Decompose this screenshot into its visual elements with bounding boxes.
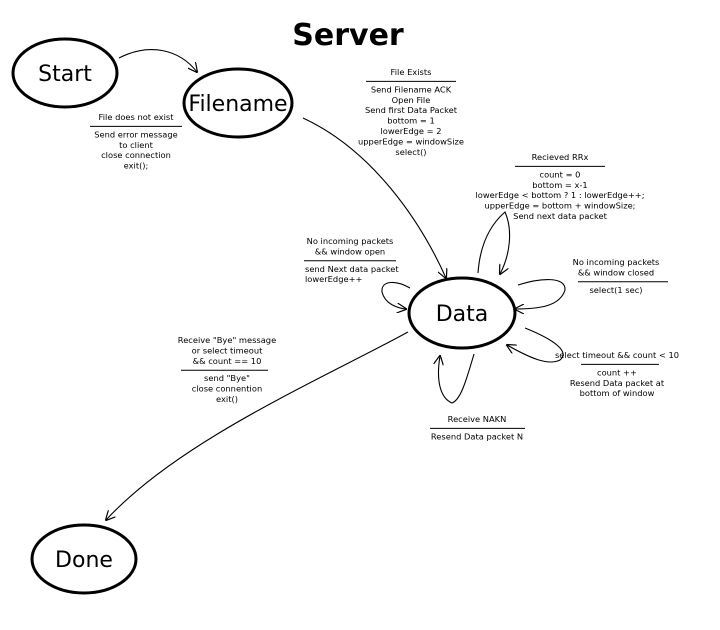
label-received-rrx-action: Send next data packet bbox=[513, 211, 607, 221]
label-file-not-exist-action: exit(); bbox=[124, 161, 149, 171]
label-select-timeout-action: bottom of window bbox=[580, 388, 655, 398]
edge-self-window-closed bbox=[515, 279, 566, 309]
label-window-closed-condition: && window closed bbox=[578, 267, 654, 277]
label-receive-bye-condition: && count == 10 bbox=[193, 356, 262, 366]
label-receive-bye-condition: Receive "Bye" message bbox=[178, 335, 276, 345]
edge-self-receive-nakn bbox=[439, 353, 475, 404]
label-file-exists-action: lowerEdge = 2 bbox=[380, 126, 441, 136]
label-file-exists-action: Send Filename ACK bbox=[371, 84, 452, 94]
label-file-exists-condition: File Exists bbox=[391, 67, 432, 77]
label-receive-nakn: Receive NAKN Resend Data packet N bbox=[430, 414, 525, 441]
diagram-title: Server bbox=[292, 18, 404, 53]
state-filename: Filename bbox=[182, 67, 294, 139]
label-receive-nakn-action: Resend Data packet N bbox=[431, 431, 523, 441]
label-received-rrx-action: upperEdge = bottom + windowSize; bbox=[485, 201, 636, 211]
label-received-rrx-action: lowerEdge < bottom ? 1 : lowerEdge++; bbox=[475, 190, 644, 200]
label-receive-bye-action: close connention bbox=[192, 384, 262, 394]
edge-self-select-timeout bbox=[507, 327, 564, 363]
label-window-open-action: send Next data packet bbox=[305, 264, 399, 274]
state-data: Data bbox=[407, 276, 517, 350]
label-select-timeout: select timeout && count < 10 count ++Rese… bbox=[555, 350, 679, 398]
label-window-closed-action: select(1 sec) bbox=[589, 285, 642, 295]
label-file-exists-action: Send first Data Packet bbox=[365, 105, 458, 115]
label-select-timeout-condition: select timeout && count < 10 bbox=[555, 350, 679, 360]
label-file-exists-action: bottom = 1 bbox=[387, 116, 435, 126]
label-receive-bye-action: exit() bbox=[216, 394, 238, 404]
label-window-open-condition: No incoming packets bbox=[307, 236, 394, 246]
label-receive-nakn-condition: Receive NAKN bbox=[448, 414, 507, 424]
label-received-rrx-condition: Recieved RRx bbox=[532, 152, 589, 162]
edge-filename-to-data bbox=[302, 117, 446, 278]
state-start: Start bbox=[11, 37, 119, 109]
label-window-open-condition: && window open bbox=[315, 246, 385, 256]
label-file-not-exist-condition: File does not exist bbox=[99, 112, 175, 122]
label-window-open-action: lowerEdge++ bbox=[305, 274, 363, 284]
label-receive-bye-action: send "Bye" bbox=[204, 373, 250, 383]
label-select-timeout-action: Resend Data packet at bbox=[570, 378, 665, 388]
state-done: Done bbox=[30, 523, 138, 595]
state-done-label: Done bbox=[55, 548, 113, 573]
edge-self-window-open bbox=[381, 281, 411, 309]
label-window-closed: No incoming packets&& window closed selec… bbox=[573, 257, 668, 295]
edge-data-to-done bbox=[106, 331, 409, 520]
label-file-not-exist-action: close connection bbox=[101, 150, 171, 160]
label-received-rrx-action: count = 0 bbox=[540, 169, 581, 179]
label-window-open: No incoming packets&& window open send Ne… bbox=[304, 236, 399, 284]
label-file-exists-action: Open File bbox=[392, 95, 431, 105]
label-file-not-exist-action: Send error message bbox=[94, 129, 178, 139]
label-received-rrx-action: bottom = x-1 bbox=[532, 180, 587, 190]
state-filename-label: Filename bbox=[188, 92, 287, 117]
state-data-label: Data bbox=[436, 302, 489, 327]
label-file-exists-action: select() bbox=[395, 147, 426, 157]
label-select-timeout-action: count ++ bbox=[597, 367, 637, 377]
label-window-closed-condition: No incoming packets bbox=[573, 257, 660, 267]
label-file-not-exist-action: to client bbox=[119, 140, 154, 150]
edge-self-received-rrx bbox=[477, 211, 511, 274]
label-file-exists-action: upperEdge = windowSize bbox=[358, 136, 464, 146]
edge-start-to-filename bbox=[118, 49, 197, 72]
state-start-label: Start bbox=[38, 62, 92, 87]
label-receive-bye-condition: or select timeout bbox=[192, 345, 263, 355]
